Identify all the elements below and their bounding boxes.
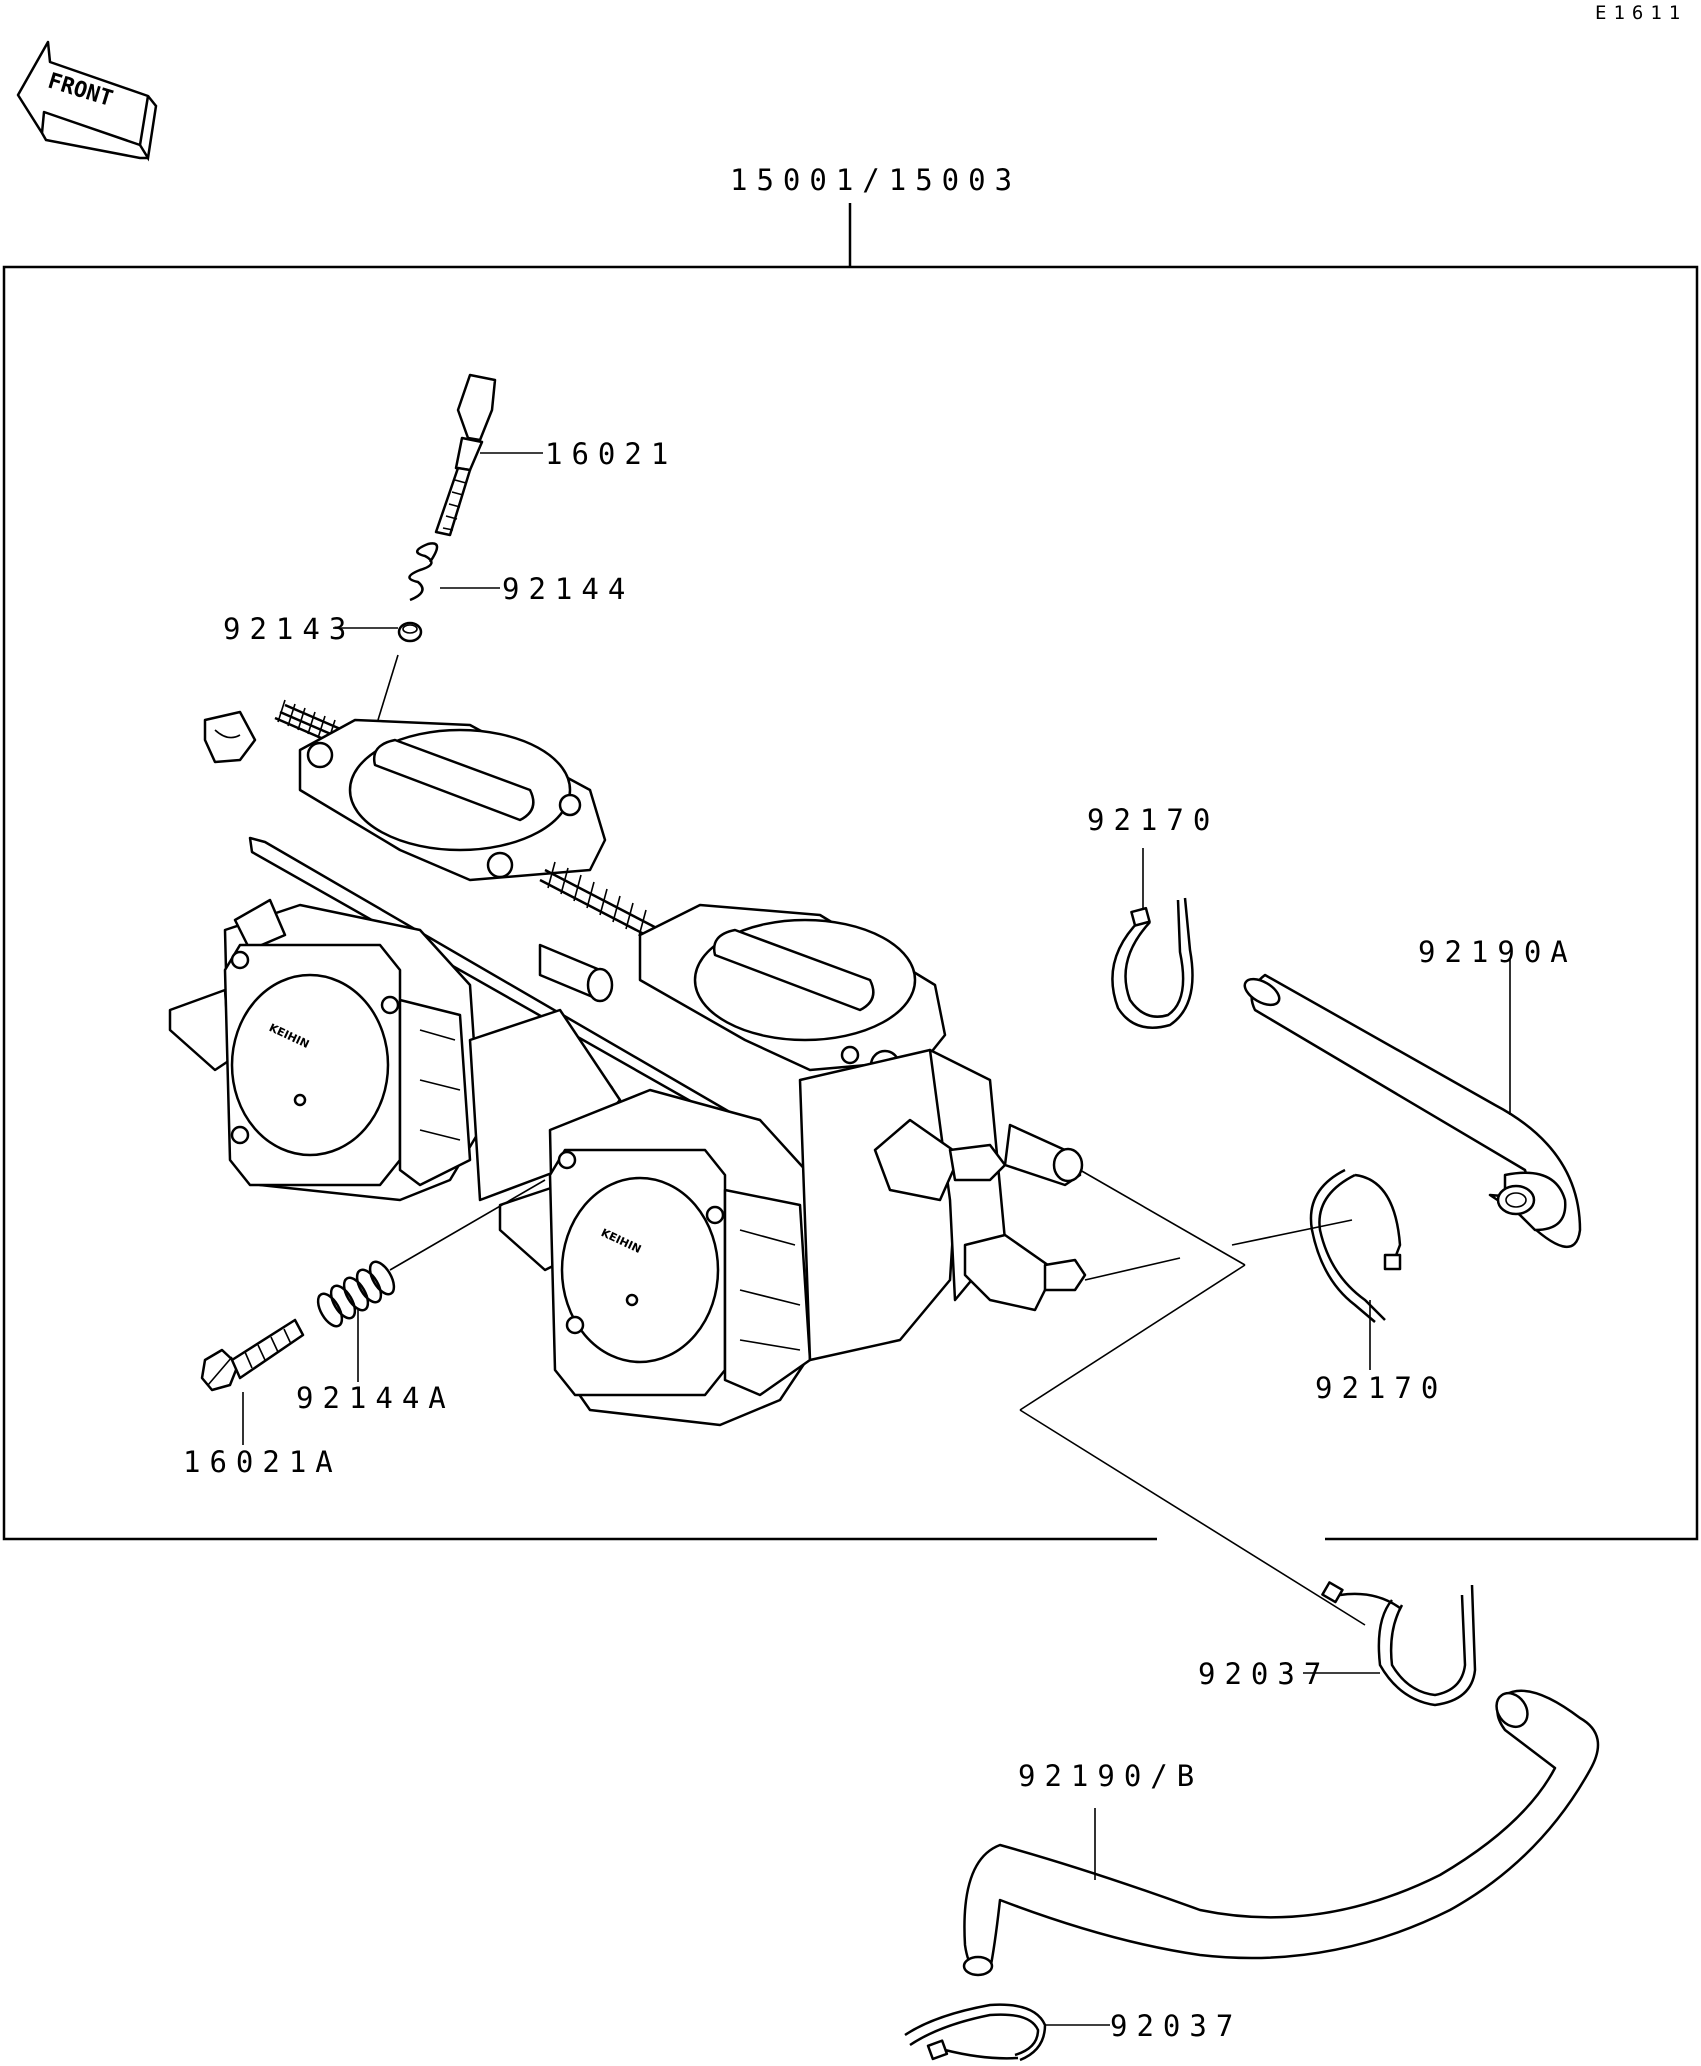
routing-lines [1019,1169,1366,1626]
idle-screw [200,1318,305,1392]
label-idle-spring: 92144A [296,1381,455,1415]
label-pilot-screw: 16021 [545,437,677,471]
label-washer: 92143 [223,612,355,646]
assembly-frame [2,203,1699,1541]
clip-upper [1111,897,1194,1029]
idle-spring [316,1260,396,1328]
label-clip-middle: 92170 [1315,1371,1447,1405]
hose-b [962,1689,1600,1977]
pilot-spring [408,542,439,602]
pilot-screw [434,373,497,537]
clip-middle [1309,1168,1402,1323]
clamp-lower [904,2003,1047,2062]
label-assembly: 15001/15003 [730,163,1021,197]
label-clamp-lower: 92037 [1110,2009,1242,2043]
label-clip-upper: 92170 [1087,803,1219,837]
label-hose-a: 92190A [1418,935,1577,969]
hose-a [1243,973,1582,1249]
label-pilot-spring: 92144 [502,572,634,606]
label-hose-b: 92190/B [1018,1759,1203,1793]
front-arrow-icon: FRONT [16,40,158,162]
label-idle-screw: 16021A [183,1445,342,1479]
clamp-upper [1321,1581,1477,1707]
diagram-code: E1611 [1595,2,1687,24]
washer [397,621,423,643]
carburetor-assembly: KEIHIN KEIHIN [168,699,1087,1427]
label-clamp-upper: 92037 [1198,1657,1330,1691]
